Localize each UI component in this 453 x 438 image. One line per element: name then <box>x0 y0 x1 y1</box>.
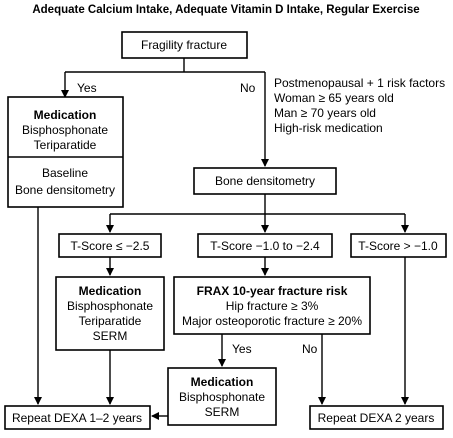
edge-label-yes-top: Yes <box>77 81 97 95</box>
node-tscore-mid: T-Score −1.0 to −2.4 <box>197 233 333 258</box>
frax-heading: FRAX 10-year fracture risk <box>197 284 348 298</box>
node-medication-serm: Medication Bisphosphonate Teriparatide S… <box>55 276 165 351</box>
node-tscore-high: T-Score > −1.0 <box>350 233 447 258</box>
diagram-title: Adequate Calcium Intake, Adequate Vitami… <box>32 4 419 16</box>
repeat-2-label: Repeat DEXA 2 years <box>318 411 435 425</box>
tscore-low-label: T-Score ≤ −2.5 <box>71 239 150 253</box>
node-repeat-dexa-1-2: Repeat DEXA 1–2 years <box>4 405 151 430</box>
med-serm-line1: Bisphosphonate <box>67 299 153 313</box>
node-medication-bottom: Medication Bisphosphonate SERM <box>167 367 277 426</box>
edge-label-no-top: No <box>240 81 256 95</box>
med-serm-heading: Medication <box>79 284 142 298</box>
edge-label-yes-frax: Yes <box>232 342 252 356</box>
criteria-item: High-risk medication <box>274 121 383 135</box>
med-serm-line2: Teriparatide <box>79 314 142 328</box>
med-serm-line3: SERM <box>93 329 128 343</box>
node-bone-densitometry: Bone densitometry <box>193 167 337 195</box>
med-left-heading: Medication <box>34 108 97 122</box>
med-left-line1: Bisphosphonate <box>22 123 108 137</box>
edge-label-no-frax: No <box>302 342 318 356</box>
criteria-list: Postmenopausal + 1 risk factors Woman ≥ … <box>274 76 445 135</box>
node-repeat-dexa-2: Repeat DEXA 2 years <box>309 405 444 430</box>
baseline-line2: Bone densitometry <box>15 183 115 197</box>
criteria-item: Woman ≥ 65 years old <box>274 91 394 105</box>
med-bottom-line2: SERM <box>205 405 240 419</box>
node-medication-left: Medication Bisphosphonate Teriparatide B… <box>7 96 124 208</box>
node-fragility-fracture: Fragility fracture <box>121 31 248 59</box>
med-left-line2: Teriparatide <box>34 138 97 152</box>
criteria-item: Postmenopausal + 1 risk factors <box>274 76 445 90</box>
node-fragility-label: Fragility fracture <box>141 38 227 52</box>
tscore-mid-label: T-Score −1.0 to −2.4 <box>210 239 320 253</box>
tscore-high-label: T-Score > −1.0 <box>358 239 438 253</box>
criteria-item: Man ≥ 70 years old <box>274 106 376 120</box>
baseline-line1: Baseline <box>42 166 88 180</box>
node-frax: FRAX 10-year fracture risk Hip fracture … <box>173 276 371 335</box>
node-tscore-low: T-Score ≤ −2.5 <box>58 233 162 258</box>
connectors <box>34 58 409 420</box>
med-bottom-heading: Medication <box>191 375 254 389</box>
frax-line1: Hip fracture ≥ 3% <box>226 299 319 313</box>
med-bottom-line1: Bisphosphonate <box>179 390 265 404</box>
repeat-1-2-label: Repeat DEXA 1–2 years <box>12 411 142 425</box>
frax-line2: Major osteoporotic fracture ≥ 20% <box>182 314 362 328</box>
densitometry-label: Bone densitometry <box>215 174 315 188</box>
